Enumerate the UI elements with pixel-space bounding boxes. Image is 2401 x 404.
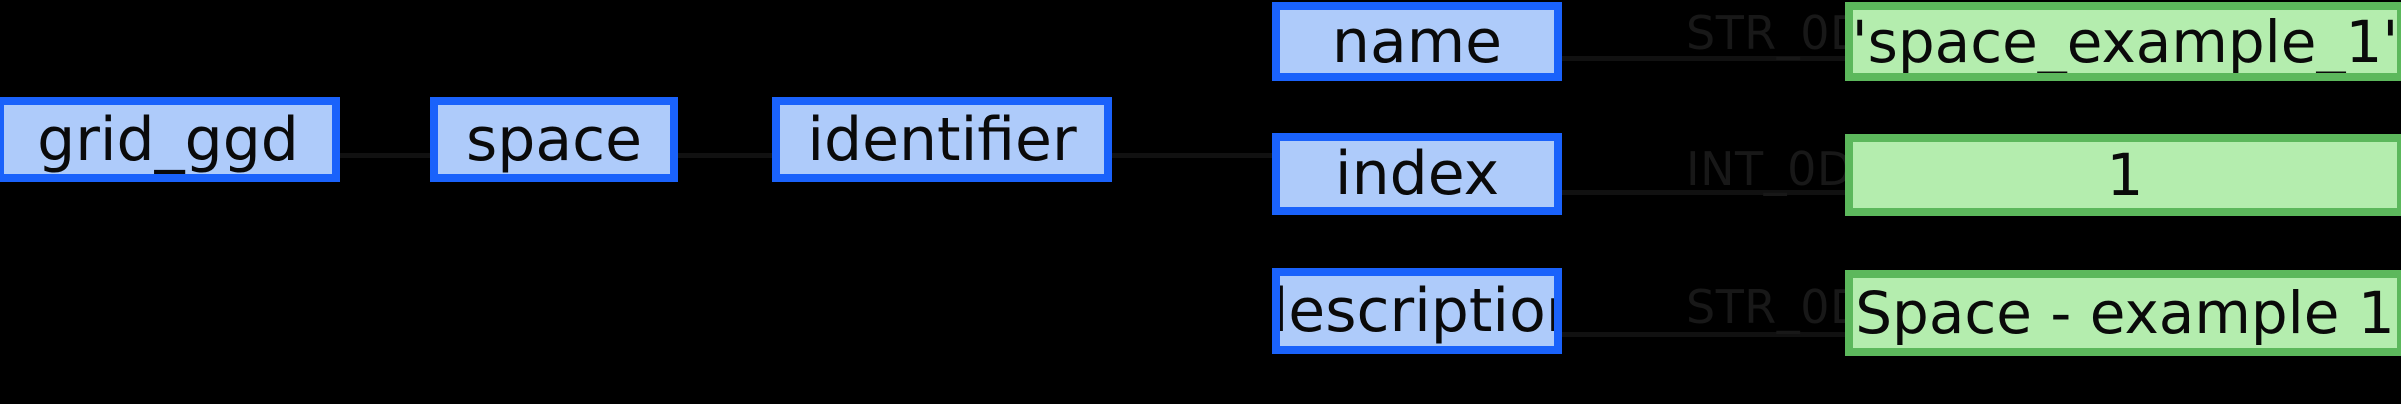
node-name-label: name bbox=[1331, 6, 1503, 77]
value-description-text: "Space - example 1" bbox=[1845, 279, 2401, 347]
connector-space-to-identifier bbox=[674, 153, 776, 158]
type-label-index: INT_0D bbox=[1686, 142, 1853, 196]
node-space-label: space bbox=[465, 104, 642, 175]
connector-description-to-value bbox=[1554, 332, 1849, 337]
value-name[interactable]: "space_example_1" bbox=[1845, 2, 2401, 81]
connector-index-to-value bbox=[1554, 190, 1849, 195]
node-identifier-label: identifier bbox=[807, 104, 1077, 175]
value-description[interactable]: "Space - example 1" bbox=[1845, 270, 2401, 356]
type-label-description: STR_0D bbox=[1686, 280, 1866, 334]
value-index[interactable]: 1 bbox=[1845, 134, 2401, 216]
node-name[interactable]: name bbox=[1272, 2, 1562, 81]
connector-identifier-to-name bbox=[1106, 153, 1278, 158]
connector-grid-ggd-to-space bbox=[332, 153, 434, 158]
node-identifier[interactable]: identifier bbox=[772, 97, 1112, 182]
node-description[interactable]: description bbox=[1272, 268, 1562, 354]
node-index-label: index bbox=[1334, 139, 1500, 209]
node-index[interactable]: index bbox=[1272, 133, 1562, 215]
node-grid-ggd-label: grid_ggd bbox=[37, 104, 299, 175]
node-description-label: description bbox=[1280, 276, 1554, 346]
connector-name-to-value bbox=[1554, 56, 1849, 61]
value-name-text: "space_example_1" bbox=[1845, 7, 2401, 76]
node-grid-ggd[interactable]: grid_ggd bbox=[0, 97, 340, 182]
type-label-name: STR_0D bbox=[1686, 6, 1866, 60]
value-index-text: 1 bbox=[2106, 141, 2144, 209]
node-space[interactable]: space bbox=[430, 97, 678, 182]
